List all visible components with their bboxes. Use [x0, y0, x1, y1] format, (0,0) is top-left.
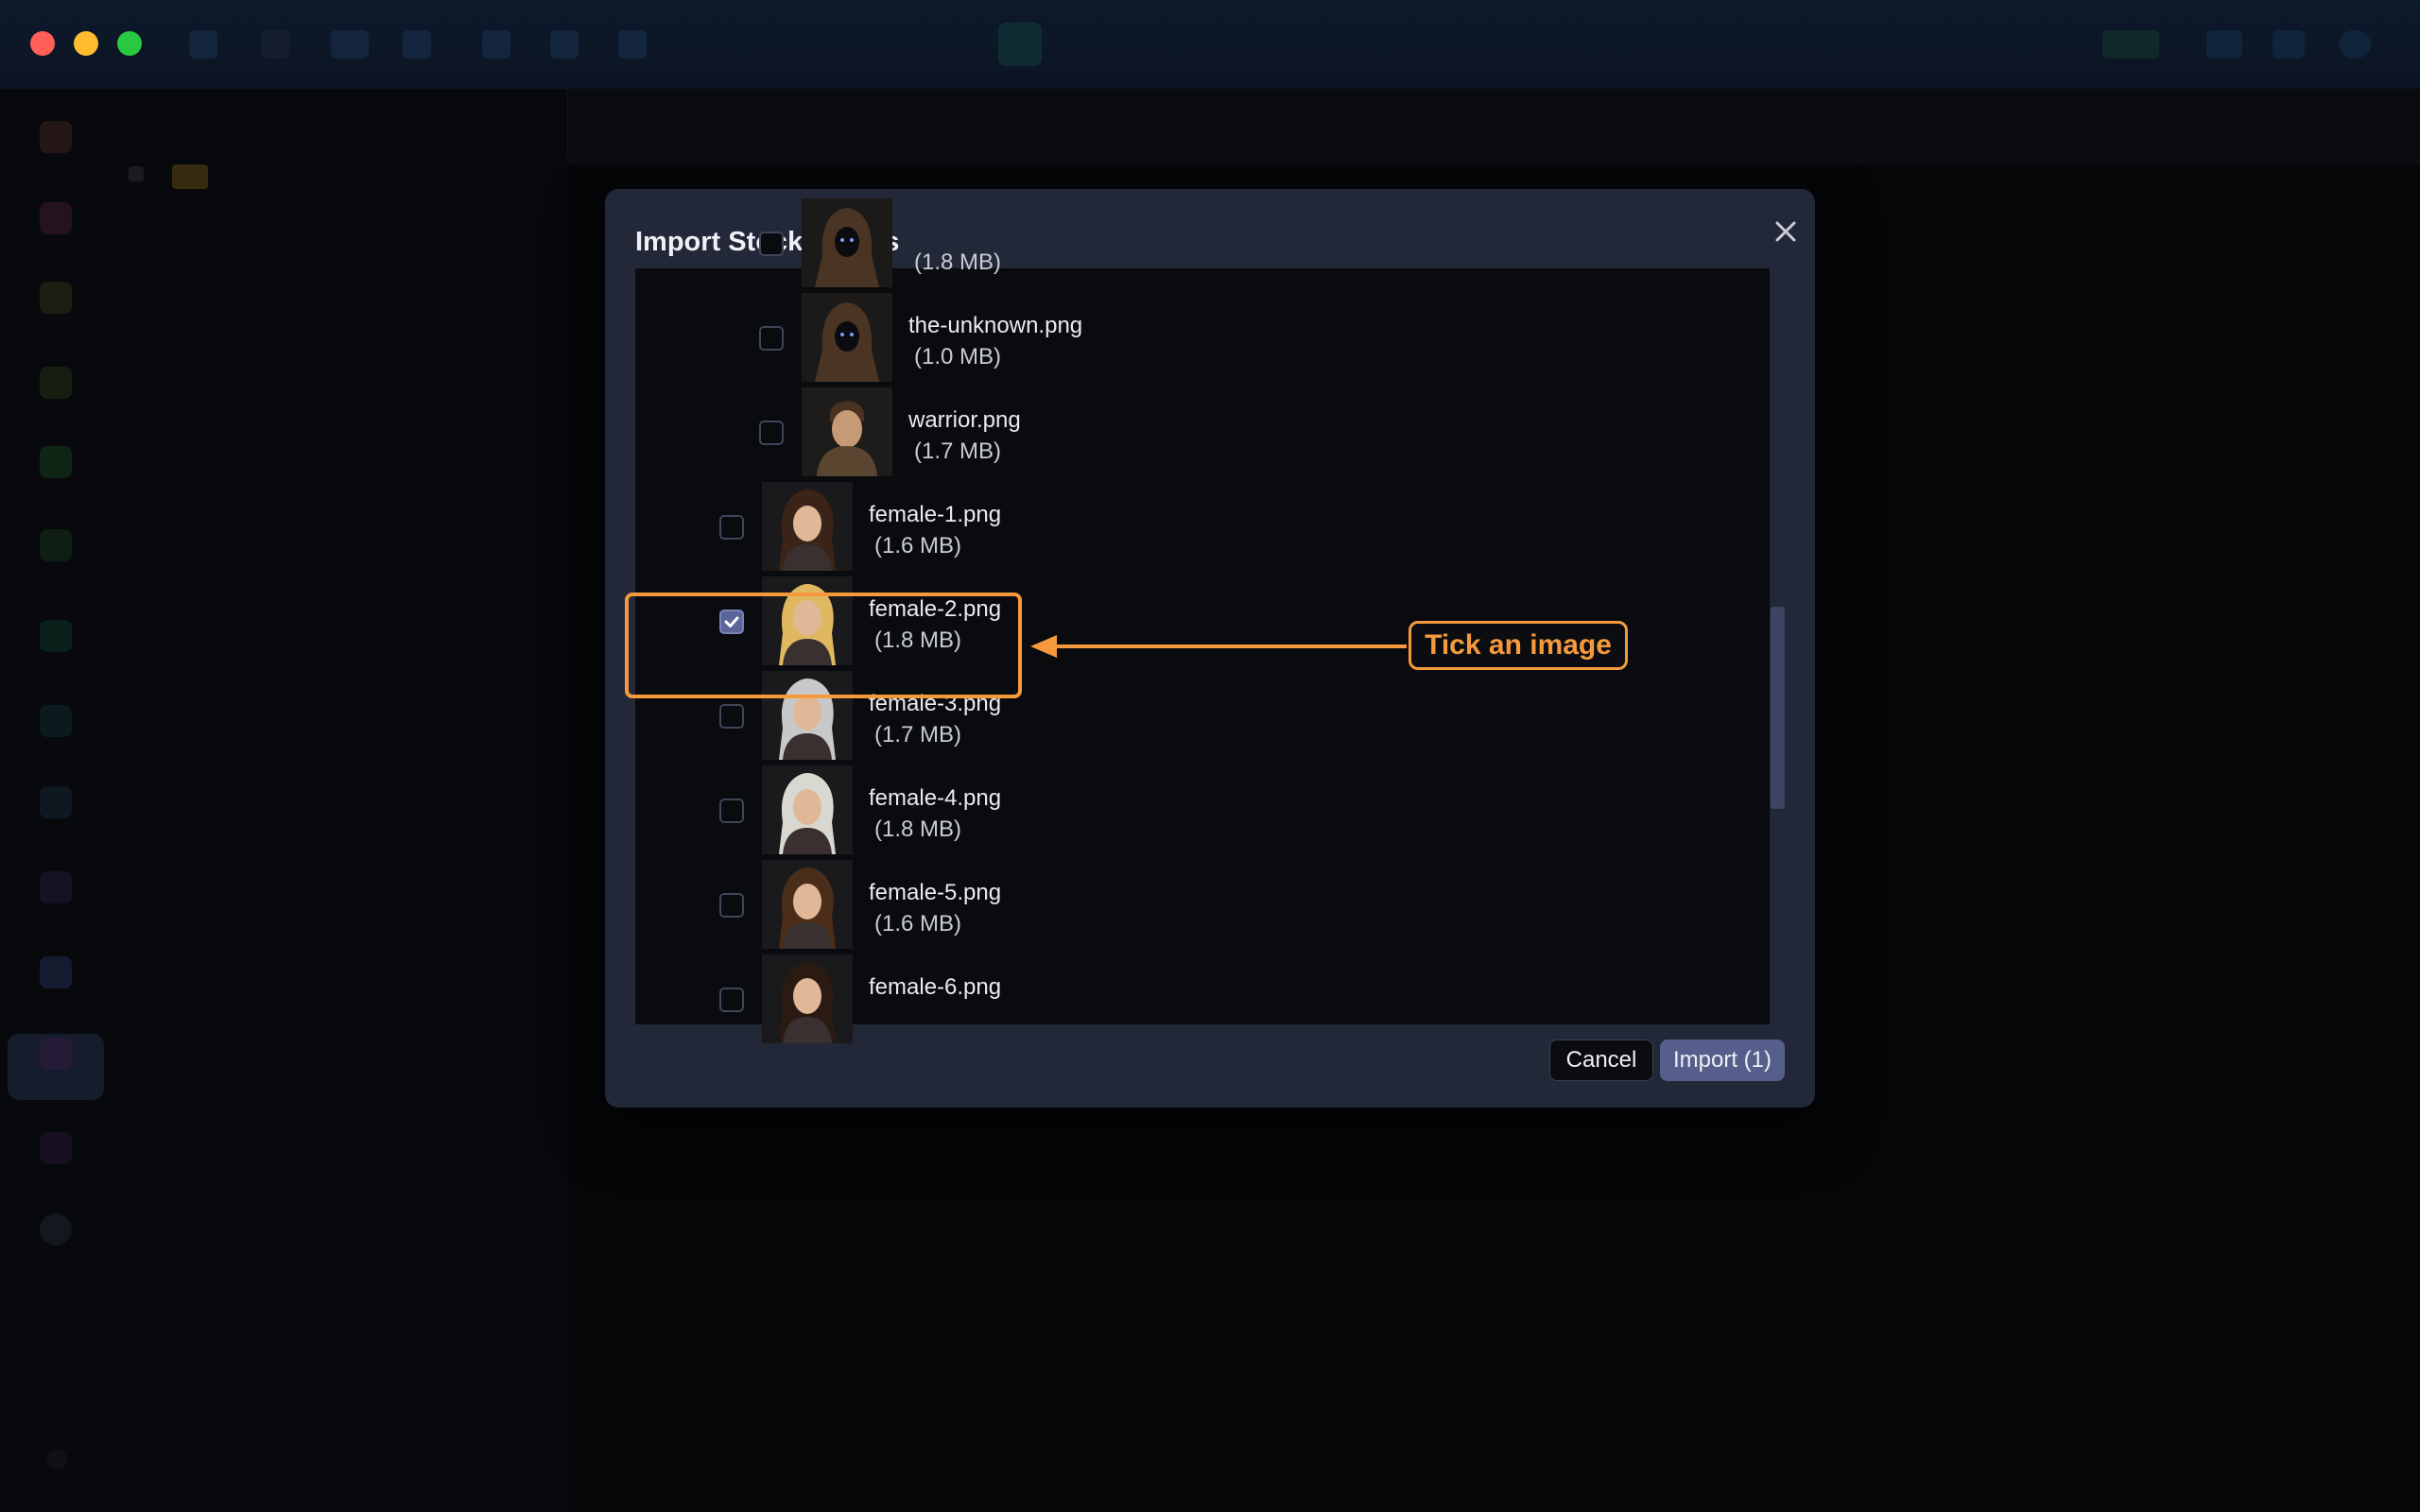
close-window-button[interactable] — [30, 31, 55, 56]
chevron-icon[interactable] — [129, 166, 144, 181]
panel-icon[interactable] — [618, 30, 647, 59]
asset-filename: female-4.png — [869, 785, 1002, 811]
asset-filesize: (1.0 MB) — [914, 344, 1002, 369]
search-icon[interactable] — [550, 30, 579, 59]
asset-list[interactable]: (1.8 MB) the-unknown.png (1.0 MB) warrior.p… — [635, 198, 1770, 1043]
asset-row[interactable]: female-2.png (1.8 MB) — [635, 575, 1770, 665]
notification-icon[interactable] — [2273, 30, 2305, 59]
female-portrait-thumbnail — [762, 765, 853, 854]
female-portrait-thumbnail — [762, 954, 853, 1043]
image-icon[interactable] — [40, 529, 72, 561]
import-button[interactable]: Import (1) — [1660, 1040, 1785, 1081]
asset-checkbox[interactable] — [719, 515, 744, 540]
folder-icon[interactable] — [172, 164, 208, 189]
asset-filename: warrior.png — [908, 407, 1021, 433]
palette-icon[interactable] — [40, 1038, 72, 1070]
forward-icon[interactable] — [261, 30, 289, 59]
hooded-figure-thumbnail — [802, 293, 892, 382]
close-dialog-button[interactable] — [1764, 210, 1807, 253]
checkmark-icon — [724, 616, 739, 627]
hooded-figure-thumbnail — [802, 198, 892, 287]
scrollbar-thumb[interactable] — [1771, 607, 1785, 809]
folder-icon[interactable] — [331, 30, 369, 59]
annotation-callout: Tick an image — [1409, 621, 1628, 670]
assets-icon[interactable] — [40, 956, 72, 988]
asset-filename: female-1.png — [869, 502, 1002, 527]
cancel-button[interactable]: Cancel — [1549, 1040, 1653, 1081]
asset-row[interactable]: female-6.png — [635, 953, 1770, 1043]
window-titlebar — [0, 0, 2420, 89]
tree-icon[interactable] — [40, 446, 72, 478]
asset-row[interactable]: warrior.png (1.7 MB) — [635, 386, 1770, 476]
zoom-window-button[interactable] — [117, 31, 142, 56]
collapse-icon[interactable] — [47, 1450, 66, 1469]
arrow-left-icon — [1030, 635, 1407, 658]
puzzle-icon[interactable] — [40, 871, 72, 903]
globe-icon[interactable] — [40, 786, 72, 818]
close-icon — [1775, 221, 1796, 242]
asset-filesize: (1.8 MB) — [874, 816, 962, 842]
asset-filesize: (1.6 MB) — [874, 911, 962, 936]
asset-row[interactable]: female-1.png (1.6 MB) — [635, 480, 1770, 571]
sidebar-active-item[interactable] — [8, 1034, 104, 1100]
asset-checkbox[interactable] — [719, 988, 744, 1012]
file-tree-panel — [113, 89, 568, 1512]
home-icon[interactable] — [40, 121, 72, 153]
asset-checkbox[interactable] — [759, 421, 784, 445]
play-icon[interactable] — [40, 620, 72, 652]
app-logo-icon — [998, 23, 1042, 66]
highlight-box — [625, 593, 1022, 698]
book-icon[interactable] — [40, 202, 72, 234]
asset-checkbox[interactable] — [719, 893, 744, 918]
female-portrait-thumbnail — [762, 671, 853, 760]
avatar[interactable] — [2339, 30, 2371, 59]
asset-checkbox[interactable] — [719, 610, 744, 634]
asset-checkbox[interactable] — [719, 704, 744, 729]
warrior-thumbnail — [802, 387, 892, 476]
app-sidebar — [0, 89, 113, 1512]
map-icon[interactable] — [40, 282, 72, 314]
asset-filename: the-unknown.png — [908, 313, 1083, 338]
asset-filesize: (1.8 MB) — [874, 627, 962, 653]
asset-row[interactable]: female-5.png (1.6 MB) — [635, 858, 1770, 949]
import-stock-assets-dialog: Import Stock Assets (1.8 MB)the-unknown.… — [605, 189, 1815, 1108]
asset-filename: female-6.png — [869, 974, 1002, 1000]
female-portrait-thumbnail — [762, 860, 853, 949]
grid-icon[interactable] — [403, 30, 431, 59]
chat-bubble-icon[interactable] — [40, 367, 72, 399]
layout-icon[interactable] — [482, 30, 510, 59]
asset-filesize: (1.7 MB) — [914, 438, 1002, 464]
back-icon[interactable] — [189, 30, 217, 59]
female-portrait-thumbnail — [762, 576, 853, 665]
asset-filename: female-5.png — [869, 880, 1002, 905]
asset-checkbox[interactable] — [759, 232, 784, 256]
female-portrait-thumbnail — [762, 482, 853, 571]
asset-row[interactable]: the-unknown.png (1.0 MB) — [635, 291, 1770, 382]
asset-checkbox[interactable] — [759, 326, 784, 351]
asset-checkbox[interactable] — [719, 799, 744, 823]
asset-filesize: (1.7 MB) — [874, 722, 962, 747]
code-icon[interactable] — [40, 705, 72, 737]
status-indicator — [2102, 30, 2159, 59]
asset-row[interactable]: (1.8 MB) — [635, 197, 1770, 287]
settings-icon[interactable] — [40, 1213, 72, 1246]
asset-row[interactable]: female-3.png(1.7 MB) — [635, 669, 1770, 760]
minimize-window-button[interactable] — [74, 31, 98, 56]
asset-filesize: (1.6 MB) — [874, 533, 962, 558]
asset-row[interactable]: female-4.png (1.8 MB) — [635, 764, 1770, 854]
plugin-icon[interactable] — [40, 1132, 72, 1164]
asset-filename: female-2.png — [869, 596, 1002, 622]
chat-icon[interactable] — [2206, 30, 2242, 59]
asset-filesize: (1.8 MB) — [914, 249, 1002, 275]
